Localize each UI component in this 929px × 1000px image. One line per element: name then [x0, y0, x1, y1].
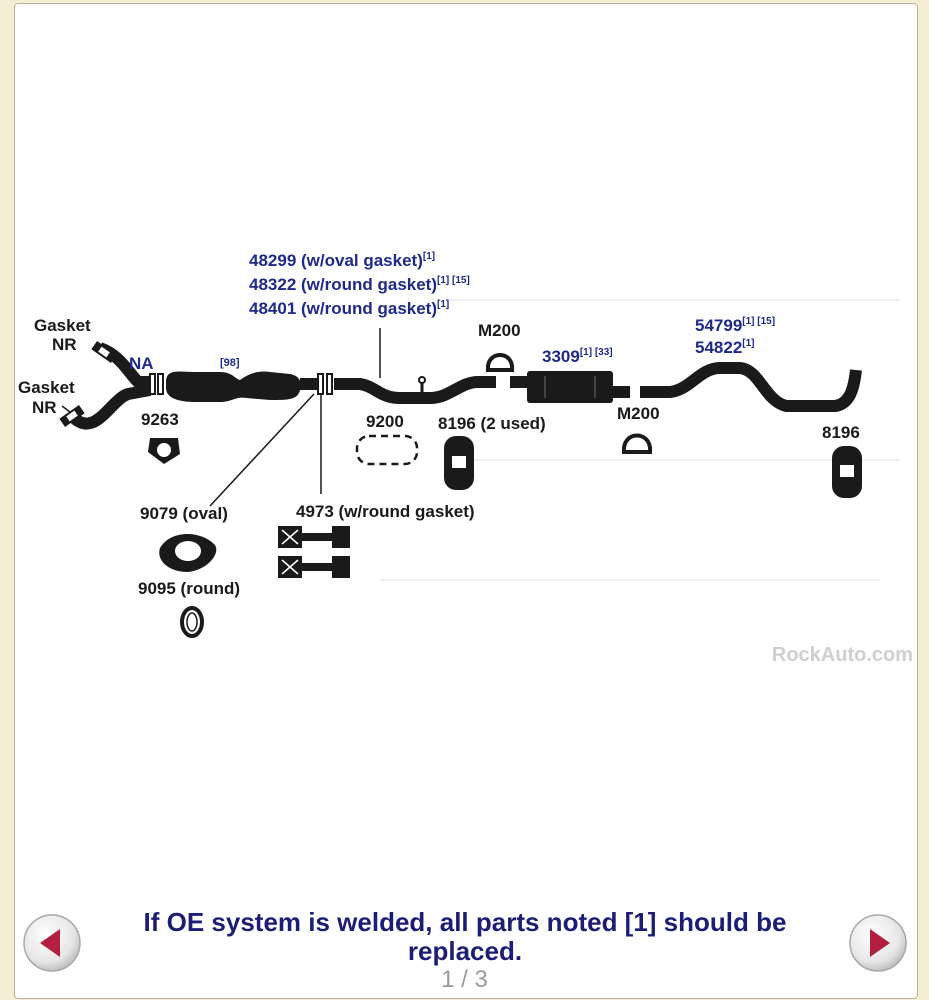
gasket-nr-lower-icon	[59, 405, 85, 427]
part-8196-icon	[444, 436, 474, 490]
part-54822-link[interactable]: 54822[1]	[695, 338, 755, 357]
part-9200-icon	[355, 434, 419, 466]
page-indicator: 1 / 3	[441, 966, 488, 993]
label-9095-round: 9095 (round)	[138, 579, 240, 598]
chevron-right-icon	[849, 914, 907, 972]
clamp-m200-upper-icon	[485, 353, 515, 372]
label-na: NA	[129, 354, 154, 373]
manifold-flanges	[149, 373, 164, 395]
part-3309-link[interactable]: 3309[1] [33]	[542, 347, 613, 366]
exhaust-pipe-assembly	[67, 342, 862, 430]
label-m200-upper: M200	[478, 321, 521, 340]
label-8196-2-used: 8196 (2 used)	[438, 414, 546, 433]
part-9079-icon	[159, 533, 217, 572]
part-48299-link[interactable]: 48299 (w/oval gasket)[1]	[249, 251, 435, 270]
flange-gaskets-4973	[317, 373, 333, 395]
label-gasket-upper: Gasket	[34, 316, 91, 335]
label-9200: 9200	[366, 412, 404, 431]
part-8196-right-icon	[832, 446, 862, 498]
rockauto-watermark: RockAuto.com	[772, 644, 913, 666]
part-9263-icon	[148, 438, 180, 464]
image-viewer-frame	[14, 3, 918, 999]
label-9263: 9263	[141, 410, 179, 429]
label-4973: 4973 (w/round gasket)	[296, 502, 475, 521]
part-48322-link[interactable]: 48322 (w/round gasket)[1] [15]	[249, 275, 470, 294]
image-caption: If OE system is welded, all parts noted …	[143, 907, 787, 966]
muffler	[527, 371, 613, 403]
gasket-nr-upper-icon	[91, 341, 117, 363]
part-4973-bolt-kit-icon	[278, 526, 350, 578]
label-8196-right: 8196	[822, 423, 860, 442]
ref-98: [98]	[220, 357, 240, 369]
label-nr-upper: NR	[52, 335, 77, 354]
label-gasket-lower: Gasket	[18, 378, 75, 397]
label-m200-lower: M200	[617, 404, 660, 423]
label-9079-oval: 9079 (oval)	[140, 504, 228, 523]
label-nr-lower: NR	[32, 398, 57, 417]
previous-image-button[interactable]	[22, 913, 82, 973]
next-image-button[interactable]	[848, 913, 908, 973]
clamp-m200-lower-icon	[621, 433, 653, 454]
part-9095-icon	[180, 606, 204, 638]
catalytic-converter	[166, 371, 301, 402]
chevron-left-icon	[23, 914, 81, 972]
part-48401-link[interactable]: 48401 (w/round gasket)[1]	[249, 299, 449, 318]
part-54799-link[interactable]: 54799[1] [15]	[695, 316, 775, 335]
